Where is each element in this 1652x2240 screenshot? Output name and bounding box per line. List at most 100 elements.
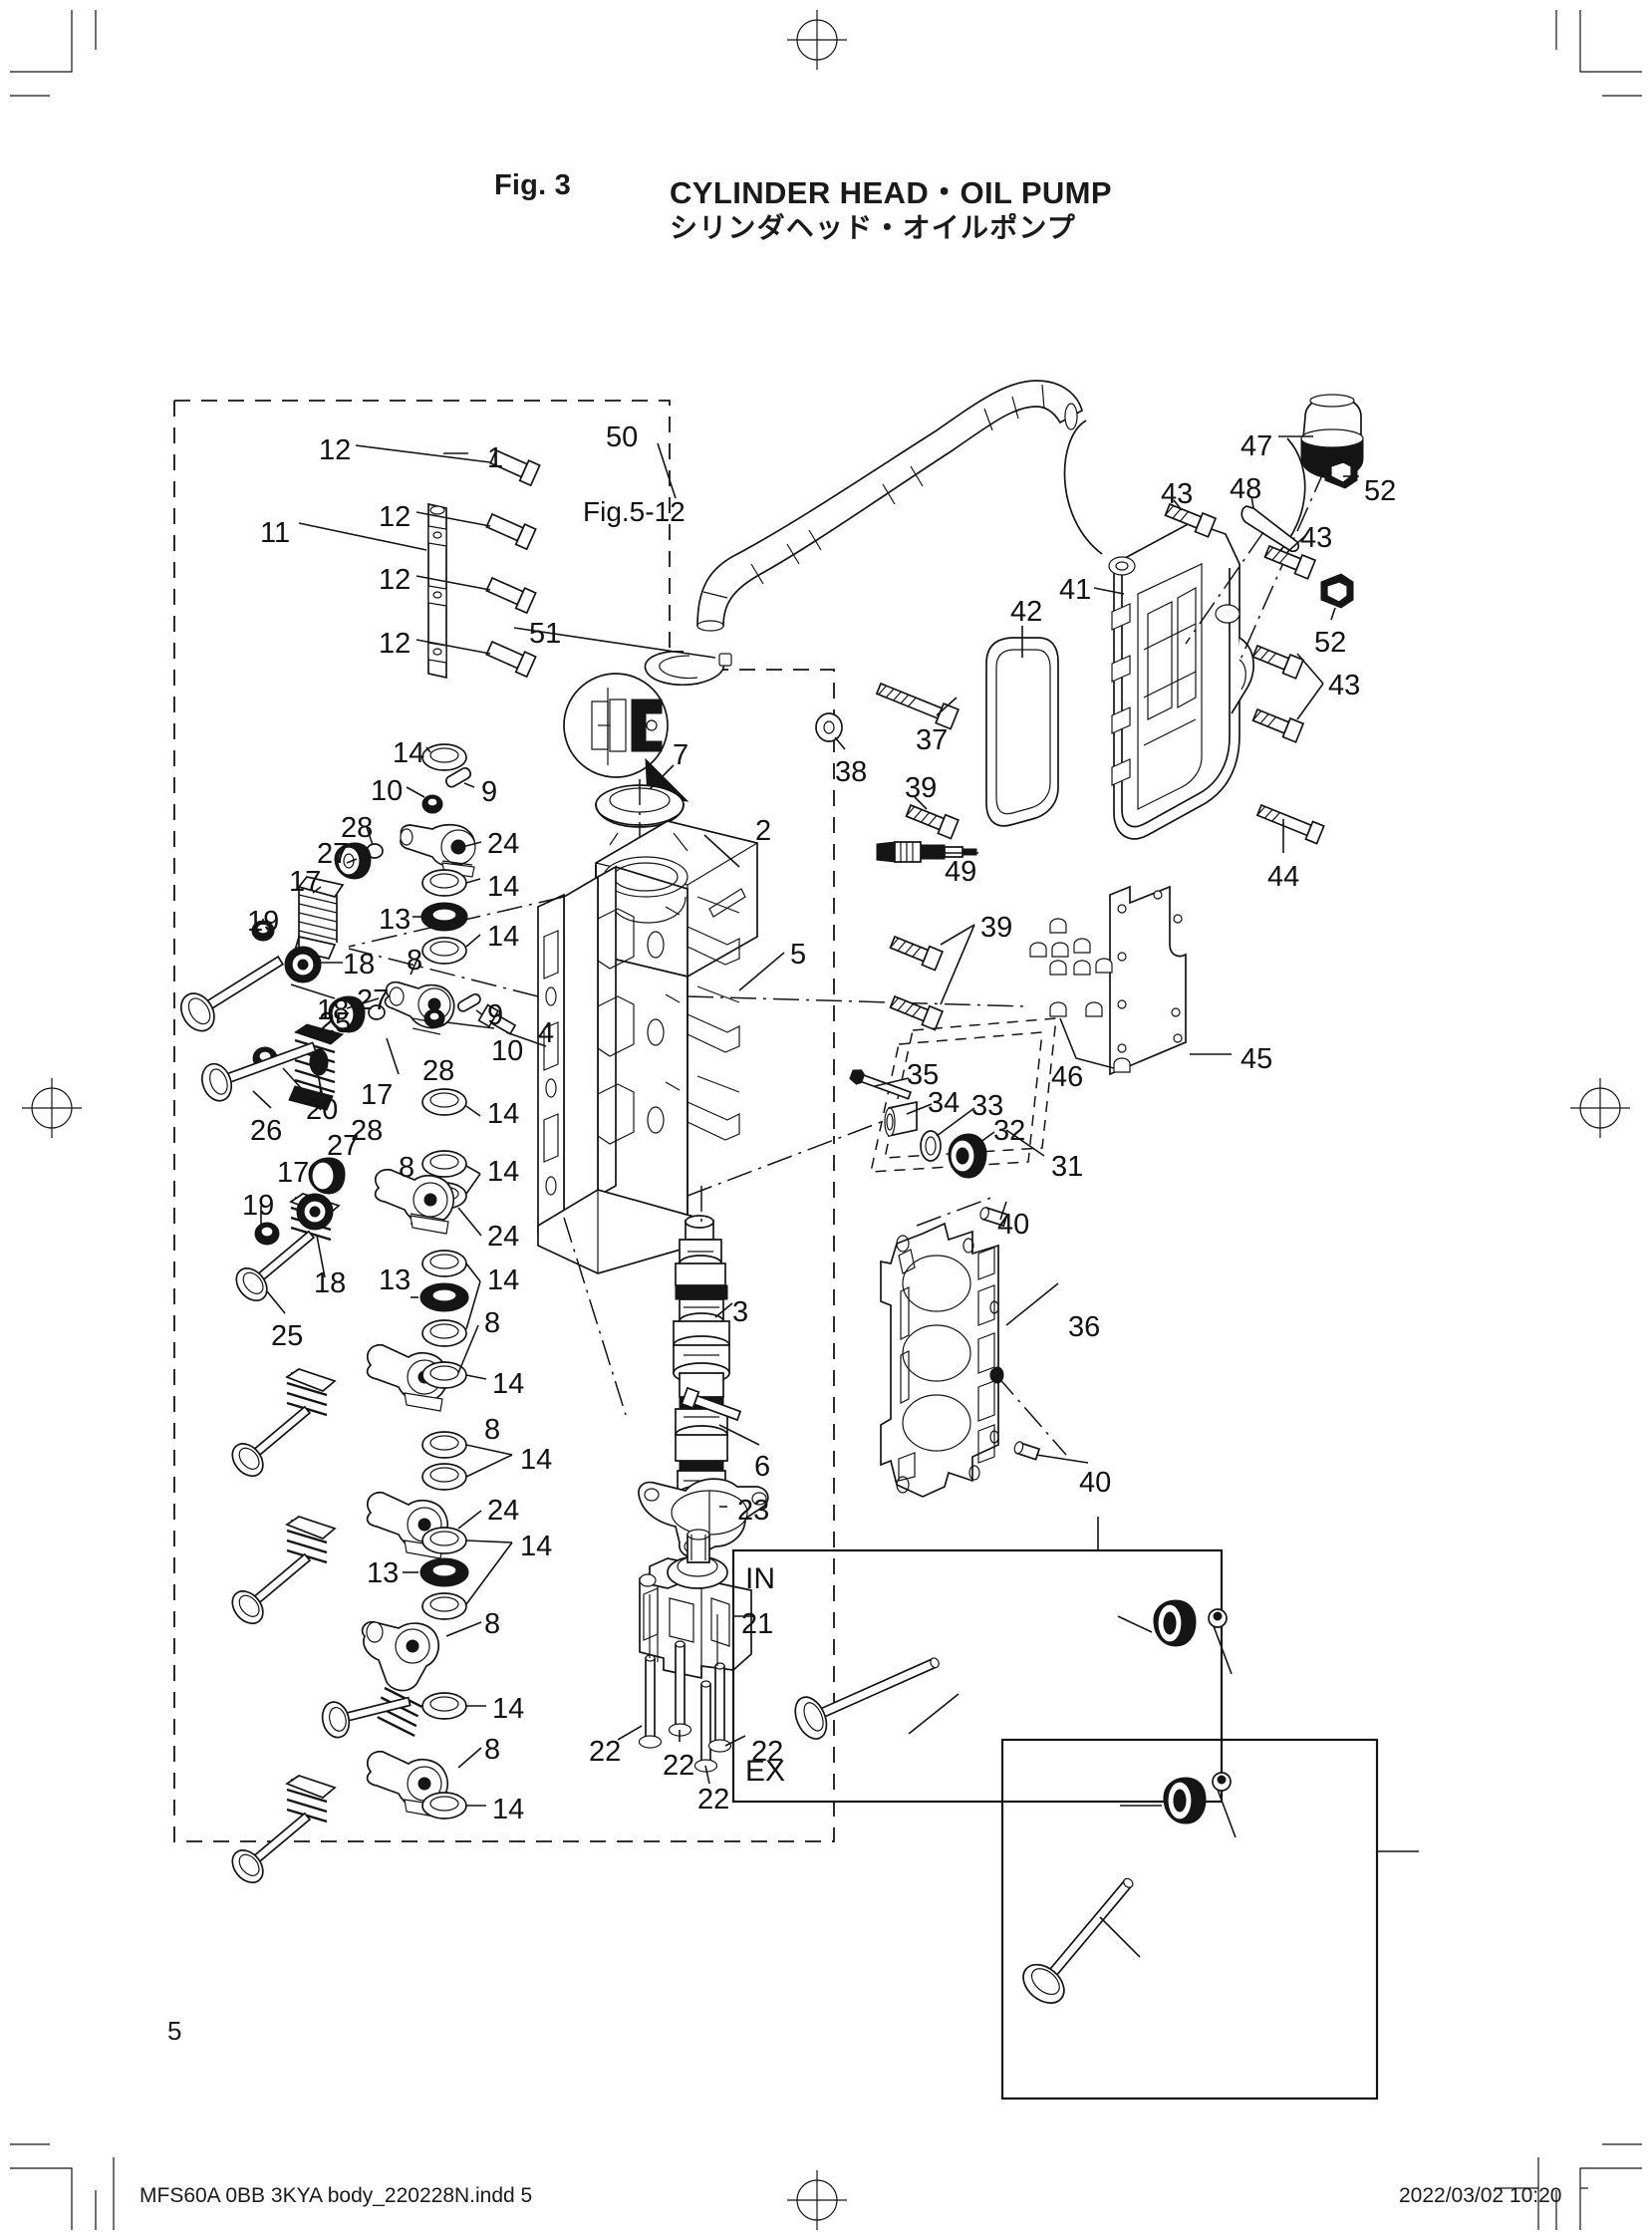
part-callout-14: 14 xyxy=(393,737,425,769)
part-callout-11: 11 xyxy=(260,517,291,549)
part-3-camshaft xyxy=(673,1186,733,1528)
part-callout-38: 38 xyxy=(835,756,868,788)
part-36-head-gasket xyxy=(880,1195,1067,1498)
part-11-rail xyxy=(298,502,447,680)
part-callout-17: 17 xyxy=(361,1079,394,1111)
part-callout-14: 14 xyxy=(487,1264,520,1296)
diagram-title-japanese: シリンダヘッド・オイルポンプ xyxy=(670,212,1076,243)
part-callout-5: 5 xyxy=(790,939,807,971)
part-callout-36: 36 xyxy=(1068,1311,1101,1343)
part-6-bolt xyxy=(681,1386,760,1446)
part-callout-47: 47 xyxy=(1240,430,1273,462)
valvetrain-set-3 xyxy=(235,1157,482,1347)
part-callout-43: 43 xyxy=(1161,478,1194,510)
part-callout-50: 50 xyxy=(606,421,639,453)
part-2-cylinder-head xyxy=(348,820,1027,1416)
diagram-title-english: CYLINDER HEAD・OIL PUMP xyxy=(670,175,1112,210)
part-callout-31: 31 xyxy=(1051,1151,1084,1183)
part-callout-14: 14 xyxy=(492,1368,525,1400)
part-callout-14: 14 xyxy=(487,921,520,953)
part-callout-20: 20 xyxy=(306,1094,339,1126)
footer-filename: MFS60A 0BB 3KYA body_220228N.indd 5 xyxy=(139,2184,533,2207)
part-21-oil-pump xyxy=(639,1529,753,1680)
valvetrain-set-1 xyxy=(179,743,482,1032)
part-callout-22: 22 xyxy=(663,1750,695,1782)
part-callout-24: 24 xyxy=(487,1221,520,1253)
part-callout-17: 17 xyxy=(277,1157,310,1189)
part-callout-34: 34 xyxy=(928,1087,961,1119)
part-callout-19: 19 xyxy=(247,906,280,938)
parts-fasteners-center xyxy=(815,682,978,1031)
part-callout-14: 14 xyxy=(520,1444,553,1476)
part-callout-28: 28 xyxy=(341,812,374,844)
part-callout-28: 28 xyxy=(422,1055,455,1087)
part-callout-48: 48 xyxy=(1230,473,1262,505)
part-callout-23: 23 xyxy=(737,1495,770,1527)
part-48-blade xyxy=(1185,495,1300,645)
part-callout-18: 18 xyxy=(343,949,376,980)
part-callout-17: 17 xyxy=(289,866,322,898)
figure-cross-reference: Fig.5-12 xyxy=(583,496,686,527)
part-callout-2: 2 xyxy=(755,815,772,847)
part-callout-8: 8 xyxy=(484,1608,501,1640)
ex-inset-box xyxy=(1000,1738,1419,2100)
part-callout-49: 49 xyxy=(945,856,977,888)
part-callout-40: 40 xyxy=(997,1209,1030,1241)
part-callout-14: 14 xyxy=(492,1693,525,1725)
part-callout-33: 33 xyxy=(971,1090,1004,1122)
part-callout-7: 7 xyxy=(673,739,689,771)
part-callout-3: 3 xyxy=(732,1296,749,1328)
page-number: 5 xyxy=(167,2016,182,2046)
part-callout-21: 21 xyxy=(741,1608,774,1640)
part-callout-14: 14 xyxy=(487,1156,520,1188)
part-callout-22: 22 xyxy=(751,1736,784,1768)
valvetrain-set-7 xyxy=(231,1747,486,1884)
part-callout-10: 10 xyxy=(491,1035,524,1067)
part-callout-42: 42 xyxy=(1010,596,1043,628)
part-callout-6: 6 xyxy=(754,1451,771,1483)
part-callout-37: 37 xyxy=(916,724,949,756)
part-callout-14: 14 xyxy=(487,871,520,903)
part-callout-13: 13 xyxy=(379,904,412,936)
part-45-plate xyxy=(1109,885,1232,1076)
part-callout-1: 1 xyxy=(487,442,504,474)
part-50-hose xyxy=(657,380,1084,632)
part-callout-13: 13 xyxy=(367,1557,400,1589)
part-callout-14: 14 xyxy=(520,1531,553,1562)
part-7-seal-detail xyxy=(563,673,689,877)
part-callout-52: 52 xyxy=(1364,475,1397,507)
part-callout-25: 25 xyxy=(319,1007,352,1039)
part-callout-35: 35 xyxy=(907,1059,940,1091)
part-callout-40: 40 xyxy=(1079,1467,1112,1499)
part-callout-24: 24 xyxy=(487,1495,520,1527)
part-callout-4: 4 xyxy=(538,1017,555,1049)
part-callout-51: 51 xyxy=(529,618,562,650)
part-callout-19: 19 xyxy=(242,1190,275,1222)
part-callout-12: 12 xyxy=(379,564,412,596)
valvetrain-set-4 xyxy=(231,1324,513,1491)
part-callout-8: 8 xyxy=(399,1152,415,1184)
footer-timestamp: 2022/03/02 10:20 xyxy=(1399,2184,1562,2207)
part-callout-28: 28 xyxy=(351,1115,384,1147)
part-callout-27: 27 xyxy=(317,838,350,870)
part-callout-9: 9 xyxy=(481,776,498,808)
valvetrain-set-6 xyxy=(321,1620,486,1739)
part-callout-8: 8 xyxy=(484,1307,501,1339)
part-callout-8: 8 xyxy=(484,1414,501,1446)
part-callout-22: 22 xyxy=(697,1784,730,1816)
part-callout-22: 22 xyxy=(589,1736,622,1768)
part-callout-18: 18 xyxy=(317,994,350,1026)
part-callout-32: 32 xyxy=(993,1115,1026,1147)
part-callout-8: 8 xyxy=(407,945,423,977)
part-callout-39: 39 xyxy=(905,772,938,804)
part-callout-25: 25 xyxy=(271,1320,304,1352)
parts-46-dowels xyxy=(1029,918,1131,1073)
figure-label: Fig. 3 xyxy=(494,169,571,201)
part-callout-26: 26 xyxy=(250,1115,283,1147)
part-callout-13: 13 xyxy=(379,1264,412,1296)
part-callout-39: 39 xyxy=(980,912,1013,944)
part-callout-44: 44 xyxy=(1267,861,1300,893)
part-callout-12: 12 xyxy=(379,501,412,533)
part-callout-27: 27 xyxy=(327,1130,360,1162)
part-callout-12: 12 xyxy=(379,628,412,660)
